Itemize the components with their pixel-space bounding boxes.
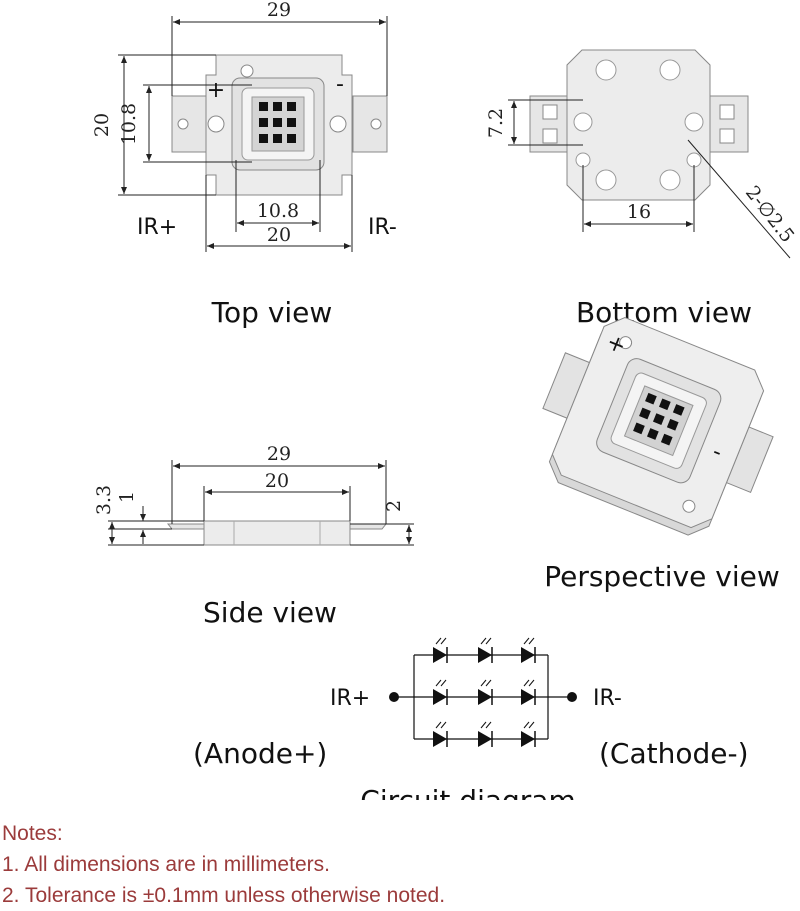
bottom-hole-spacing-dim: 16 (627, 201, 651, 223)
bottom-view-body (566, 49, 711, 201)
top-view: 29 20 10.8 10.8 20 + - IR+ IR- Top view (91, 0, 397, 329)
notes: Notes: 1. All dimensions are in millimet… (2, 818, 445, 911)
top-plus-mark: + (207, 78, 225, 103)
anode-terminal (389, 692, 399, 702)
led-diode-icon (433, 679, 448, 705)
perspective-view: + - (542, 317, 774, 536)
top-body-width-dim: 20 (267, 224, 291, 246)
led-diode-icon (478, 637, 493, 663)
bottom-view-caption: Bottom view (576, 296, 752, 329)
led-diode-icon (521, 721, 536, 747)
note-item-2: 2. Tolerance is ±0.1mm unless otherwise … (2, 884, 446, 907)
side-view: 29 20 3.3 1 2 Side view (93, 443, 414, 629)
perspective-view-caption: Perspective view (544, 560, 780, 593)
top-pin-left: IR+ (137, 215, 177, 240)
notes-heading: Notes: (2, 822, 63, 845)
side-view-body (203, 520, 351, 546)
circuit-cathode-pin: IR- (593, 686, 622, 711)
side-body-width-dim: 20 (265, 470, 289, 492)
bottom-view: 7.2 16 2-∅2.5 Bottom view (485, 49, 799, 329)
side-body-height-dim: 2 (383, 500, 405, 512)
top-view-led-grid (259, 102, 296, 143)
cathode-terminal (567, 692, 577, 702)
anode-label: (Anode+) (193, 737, 327, 770)
led-diode-icon (521, 637, 536, 663)
top-view-caption: Top view (211, 296, 333, 329)
led-datasheet-drawing: 29 20 10.8 10.8 20 + - IR+ IR- Top view (91, 0, 799, 800)
top-width-dim: 29 (267, 0, 291, 21)
side-overall-width-dim: 29 (267, 443, 291, 465)
led-diode-icon (478, 679, 493, 705)
side-tab-height-dim: 1 (116, 491, 138, 503)
cathode-label: (Cathode-) (599, 737, 749, 770)
side-view-caption: Side view (203, 596, 337, 629)
top-height-dim: 20 (91, 113, 113, 137)
led-array (433, 637, 536, 747)
circuit-diagram: IR+ IR- (Anode+) (Cathode-) Circuit diag… (193, 637, 749, 800)
top-die-height-dim: 10.8 (118, 103, 140, 145)
circuit-diagram-caption: Circuit diagram (360, 784, 575, 800)
top-pin-right: IR- (368, 215, 397, 240)
circuit-anode-pin: IR+ (330, 686, 370, 711)
note-item-1: 1. All dimensions are in millimeters. (2, 853, 330, 876)
led-diode-icon (521, 679, 536, 705)
side-total-height-dim: 3.3 (93, 485, 115, 515)
bottom-hole-offset-dim: 7.2 (485, 108, 507, 138)
led-diode-icon (433, 637, 448, 663)
top-die-width-dim: 10.8 (257, 200, 299, 222)
led-diode-icon (433, 721, 448, 747)
perspective-led-grid (633, 392, 685, 446)
bottom-hole-diameter-dim: 2-∅2.5 (741, 182, 799, 247)
top-minus-mark: - (336, 72, 344, 97)
led-diode-icon (478, 721, 493, 747)
